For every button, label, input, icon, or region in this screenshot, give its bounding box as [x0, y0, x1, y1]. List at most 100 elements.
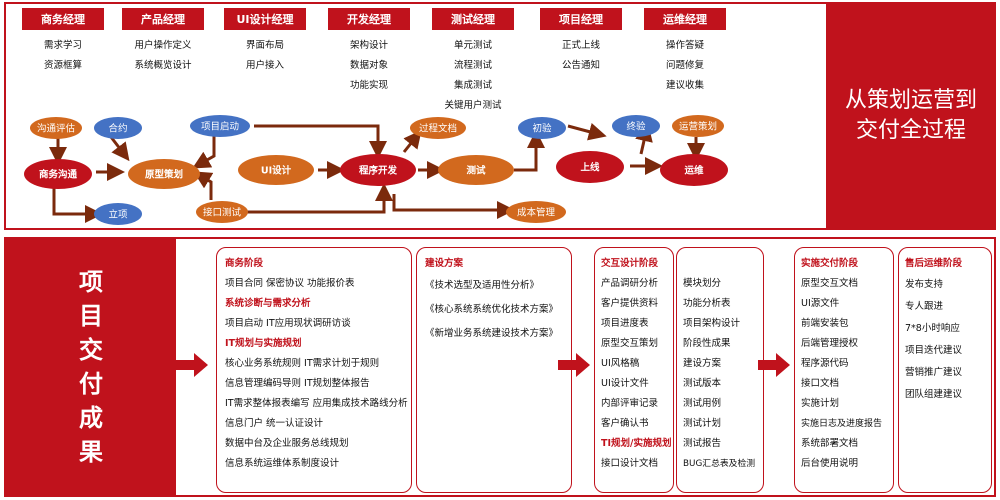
task-item: 需求学习 — [43, 40, 82, 51]
list-item: 实施计划 — [801, 398, 840, 409]
node-guochengwendang: 过程文档 — [410, 117, 466, 139]
task-list-test: 单元测试 流程测试 集成测试 关键用户测试 — [418, 36, 528, 116]
list-item: BUG汇总表及检测 — [683, 459, 756, 469]
task-item: 正式上线 — [561, 40, 600, 51]
section-heading: IT规划与实施规划 — [225, 338, 302, 349]
role-header-test: 测试经理 — [432, 8, 514, 30]
box-after-sales: 售后运维阶段 发布支持 专人跟进 7*8小时响应 项目迭代建议 营销推广建议 团… — [898, 247, 992, 493]
list-item: 发布支持 — [905, 279, 944, 290]
task-item: 资源框算 — [43, 60, 82, 71]
svg-text:沟通评估: 沟通评估 — [37, 123, 76, 135]
svg-text:测试: 测试 — [466, 165, 486, 177]
process-title: 从策划运营到 交付全过程 — [844, 88, 977, 143]
svg-text:原型策划: 原型策划 — [145, 169, 183, 181]
section-heading: 系统诊断与需求分析 — [225, 298, 311, 309]
role-header-ui: UI设计经理 — [224, 8, 306, 30]
node-yunyingcehua: 运营策划 — [672, 115, 724, 137]
list-item: UI设计文件 — [601, 378, 649, 389]
deliverables-title-block: 项 目 交 付 成 果 — [6, 239, 176, 495]
list-item: 测试报告 — [683, 438, 722, 449]
list-item: 《技术选型及适用性分析》 — [425, 280, 540, 291]
box-development-testing: 模块划分 功能分析表 项目架构设计 阶段性成果 建设方案 测试版本 测试用例 测… — [676, 247, 764, 493]
list-item: 团队组建建议 — [905, 389, 963, 400]
task-item: 数据对象 — [349, 60, 388, 71]
list-item: UI风格稿 — [601, 358, 640, 369]
deliverables-panel: 项 目 交 付 成 果 商务阶段 项目合同 保密协议 功能报价表 系统诊断与需求… — [4, 237, 996, 497]
list-item: 原型交互文档 — [801, 278, 859, 289]
deliverables-title: 项 目 交 付 成 果 — [79, 268, 103, 466]
box-construction-plan: 建设方案 《技术选型及适用性分析》 《核心系统系统优化技术方案》 《新增业务系统… — [416, 247, 572, 493]
svg-text:初验: 初验 — [532, 123, 552, 135]
task-item: 架构设计 — [349, 40, 388, 51]
svg-text:运维: 运维 — [684, 165, 704, 177]
list-item: 《新增业务系统建设技术方案》 — [425, 328, 559, 339]
node-zhongyan: 终验 — [612, 115, 660, 137]
section-heading: TI规划/实施规划 — [601, 438, 672, 449]
list-item: 7*8小时响应 — [905, 323, 960, 334]
svg-text:商务沟通: 商务沟通 — [39, 169, 78, 181]
list-item: 前端安装包 — [801, 318, 849, 329]
arrow-right-icon — [558, 353, 590, 377]
list-item: UI源文件 — [801, 298, 840, 309]
process-panel: 商务经理 产品经理 UI设计经理 开发经理 测试经理 项目经理 运维经理 需求学… — [4, 2, 996, 230]
list-item: 项目迭代建议 — [905, 345, 963, 356]
task-item: 界面布局 — [245, 40, 284, 51]
list-item: 后端管理授权 — [801, 338, 859, 349]
task-item: 流程测试 — [453, 60, 492, 71]
list-item: 实施日志及进度报告 — [801, 419, 883, 429]
svg-text:上线: 上线 — [580, 162, 600, 174]
list-item: 系统部署文档 — [801, 438, 859, 449]
process-flow-diagram: 沟通评估 商务沟通 立项 合约 原型策划 项目启动 UI设计 接口测试 — [24, 115, 728, 225]
svg-text:运营策划: 运营策划 — [679, 121, 717, 133]
connector — [567, 122, 607, 141]
task-item: 操作答疑 — [665, 40, 704, 51]
list-item: 测试计划 — [683, 418, 722, 429]
connector — [193, 171, 214, 200]
node-shangxian: 上线 — [556, 151, 624, 183]
list-item: 信息门户 统一认证设计 — [225, 418, 324, 429]
svg-text:接口测试: 接口测试 — [203, 207, 242, 219]
list-item: 客户提供资料 — [601, 298, 659, 309]
node-lixiang: 立项 — [94, 203, 142, 225]
connector — [109, 136, 130, 162]
list-item: 营销推广建议 — [905, 367, 963, 378]
list-item: 数据中台及企业服务总线规划 — [225, 438, 349, 449]
node-xiangmuqidong: 项目启动 — [190, 115, 250, 137]
list-item: 原型交互策划 — [601, 338, 659, 349]
connector — [52, 188, 103, 223]
svg-text:立项: 立项 — [108, 209, 128, 221]
connector — [402, 129, 422, 153]
node-uisheji: UI设计 — [238, 155, 314, 185]
list-item: 接口设计文档 — [601, 458, 659, 469]
node-chuyan: 初验 — [518, 117, 566, 139]
task-item: 单元测试 — [453, 40, 492, 51]
svg-text:合约: 合约 — [108, 123, 127, 135]
connector — [246, 183, 393, 214]
list-item: 核心业务系统规则 IT需求计划于规则 — [225, 358, 380, 369]
section-heading: 交互设计阶段 — [601, 258, 659, 269]
list-item: 测试用例 — [683, 398, 722, 409]
list-item: 项目架构设计 — [683, 318, 741, 329]
list-item: 阶段性成果 — [683, 338, 731, 349]
node-ceshi: 测试 — [438, 155, 514, 185]
connector — [514, 130, 545, 172]
svg-text:终验: 终验 — [626, 121, 646, 133]
box-interaction-design: 交互设计阶段 产品调研分析 客户提供资料 项目进度表 原型交互策划 UI风格稿 … — [594, 247, 674, 493]
svg-text:成本管理: 成本管理 — [517, 207, 556, 219]
process-title-block: 从策划运营到 交付全过程 — [826, 4, 996, 228]
section-heading: 商务阶段 — [225, 258, 264, 269]
role-header-business: 商务经理 — [22, 8, 104, 30]
node-shangwugoutong: 商务沟通 — [24, 159, 92, 189]
role-header-product: 产品经理 — [122, 8, 204, 30]
node-chengbenguanli: 成本管理 — [506, 201, 566, 223]
list-item: 专人跟进 — [905, 301, 944, 312]
role-header-pm: 项目经理 — [540, 8, 622, 30]
task-list-business: 需求学习 资源框算 — [8, 36, 118, 76]
svg-text:项目启动: 项目启动 — [201, 121, 239, 133]
list-item: 信息系统运维体系制度设计 — [225, 458, 340, 469]
list-item: 项目启动 IT应用现状调研访谈 — [225, 318, 351, 329]
task-item: 用户接入 — [245, 60, 284, 71]
box-business-planning: 商务阶段 项目合同 保密协议 功能报价表 系统诊断与需求分析 项目启动 IT应用… — [216, 247, 412, 493]
list-item: 测试版本 — [683, 378, 722, 389]
list-item: 功能分析表 — [683, 298, 731, 309]
